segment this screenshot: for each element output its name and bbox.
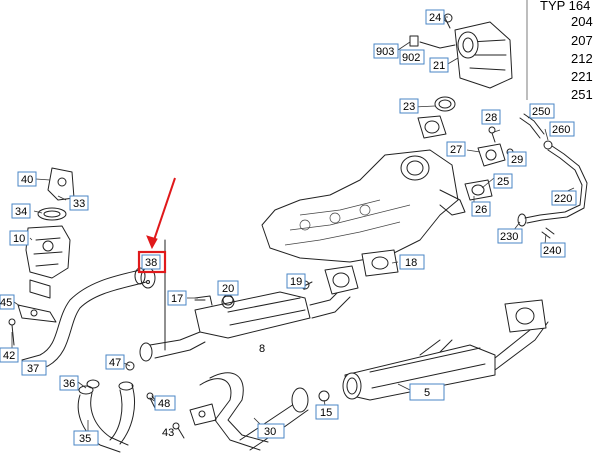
- callout-240[interactable]: 240: [540, 242, 566, 258]
- flanges-drawing: [464, 126, 514, 201]
- typ-code: 207: [571, 33, 593, 48]
- svg-text:43: 43: [162, 427, 174, 439]
- callout-25[interactable]: 25: [493, 173, 513, 189]
- gasket-23-drawing: [417, 96, 456, 139]
- callout-260[interactable]: 260: [549, 121, 575, 137]
- red-arrowhead: [146, 235, 158, 250]
- callout-38[interactable]: 38: [141, 254, 161, 270]
- callout-42[interactable]: 42: [0, 347, 19, 363]
- svg-text:33: 33: [73, 198, 85, 210]
- intake-manifold-drawing: [261, 149, 466, 263]
- callout-30[interactable]: 30: [257, 423, 285, 439]
- svg-text:35: 35: [79, 433, 91, 445]
- callout-47[interactable]: 47: [105, 354, 125, 370]
- callout-10[interactable]: 10: [9, 230, 29, 246]
- typ-code: 212: [571, 51, 593, 66]
- highlight-indicator: [137, 177, 176, 274]
- callout-8: 8: [259, 343, 265, 355]
- svg-text:34: 34: [15, 206, 27, 218]
- svg-text:10: 10: [13, 233, 25, 245]
- callout-36[interactable]: 36: [59, 375, 79, 391]
- svg-text:28: 28: [485, 112, 497, 124]
- svg-text:17: 17: [171, 293, 183, 305]
- svg-text:48: 48: [158, 398, 170, 410]
- svg-text:26: 26: [475, 204, 487, 216]
- callout-903[interactable]: 903: [373, 43, 399, 59]
- callout-29[interactable]: 29: [507, 151, 527, 167]
- callout-35[interactable]: 35: [73, 430, 99, 446]
- svg-text:37: 37: [27, 363, 39, 375]
- callout-15[interactable]: 15: [315, 404, 339, 420]
- svg-text:30: 30: [264, 426, 276, 438]
- exhaust-cooler-drawing: [342, 299, 549, 401]
- svg-text:42: 42: [3, 350, 15, 362]
- svg-text:220: 220: [554, 193, 572, 205]
- svg-text:29: 29: [511, 154, 523, 166]
- callout-902[interactable]: 902: [399, 49, 425, 65]
- callout-26[interactable]: 26: [471, 201, 491, 217]
- callout-250[interactable]: 250: [529, 103, 555, 119]
- svg-text:27: 27: [450, 144, 462, 156]
- callout-21[interactable]: 21: [429, 57, 449, 73]
- svg-text:260: 260: [552, 124, 570, 136]
- svg-text:23: 23: [403, 101, 415, 113]
- svg-text:19: 19: [290, 276, 302, 288]
- callout-45[interactable]: 45: [0, 294, 15, 310]
- exhaust-pipe-30-drawing: [189, 372, 309, 451]
- svg-text:8: 8: [259, 343, 265, 355]
- red-arrow: [151, 177, 176, 247]
- callout-19[interactable]: 19: [286, 273, 306, 289]
- callout-5[interactable]: 5: [409, 383, 445, 401]
- callout-18[interactable]: 18: [399, 254, 425, 270]
- svg-text:240: 240: [543, 245, 561, 257]
- typ-table: TYP 164 204 207 212 221 251: [526, 0, 593, 102]
- callout-43: 43: [162, 427, 174, 439]
- svg-text:36: 36: [63, 378, 75, 390]
- egr-cooler-drawing: [139, 239, 399, 362]
- egr-valve-drawing: [25, 167, 75, 299]
- typ-code: 251: [571, 87, 593, 102]
- callout-40[interactable]: 40: [17, 171, 37, 187]
- svg-text:230: 230: [500, 231, 518, 243]
- svg-text:38: 38: [145, 257, 157, 269]
- callout-220[interactable]: 220: [551, 190, 577, 206]
- svg-text:47: 47: [109, 357, 121, 369]
- callout-230[interactable]: 230: [497, 228, 523, 244]
- callout-34[interactable]: 34: [11, 203, 31, 219]
- callout-27[interactable]: 27: [446, 141, 466, 157]
- egr-actuator-drawing: [409, 13, 513, 89]
- svg-text:40: 40: [21, 174, 33, 186]
- egr-pipe-37-drawing: [8, 267, 156, 373]
- svg-text:250: 250: [532, 106, 550, 118]
- callout-labels: 24 903 902 21 23 250 28 260 27 29 25 220…: [0, 9, 577, 446]
- callout-20[interactable]: 20: [217, 280, 239, 296]
- typ-code: 204: [571, 14, 593, 29]
- callout-23[interactable]: 23: [399, 98, 419, 114]
- egr-pipe-35-drawing: [77, 381, 135, 453]
- svg-text:24: 24: [429, 12, 441, 24]
- callout-28[interactable]: 28: [481, 109, 501, 125]
- callout-48[interactable]: 48: [154, 395, 176, 411]
- svg-text:18: 18: [405, 257, 417, 269]
- svg-text:15: 15: [320, 407, 332, 419]
- svg-text:902: 902: [402, 52, 420, 64]
- callout-33[interactable]: 33: [69, 195, 89, 211]
- callout-24[interactable]: 24: [425, 9, 445, 25]
- svg-text:45: 45: [0, 297, 12, 309]
- callout-17[interactable]: 17: [167, 290, 187, 306]
- svg-text:903: 903: [376, 46, 394, 58]
- typ-table-header: TYP 164: [540, 0, 590, 13]
- svg-text:25: 25: [497, 176, 509, 188]
- svg-text:5: 5: [424, 387, 430, 399]
- callout-37[interactable]: 37: [21, 360, 47, 376]
- svg-text:20: 20: [222, 283, 234, 295]
- svg-text:21: 21: [433, 60, 445, 72]
- highlight-box-38: [137, 250, 167, 274]
- typ-code: 221: [571, 69, 593, 84]
